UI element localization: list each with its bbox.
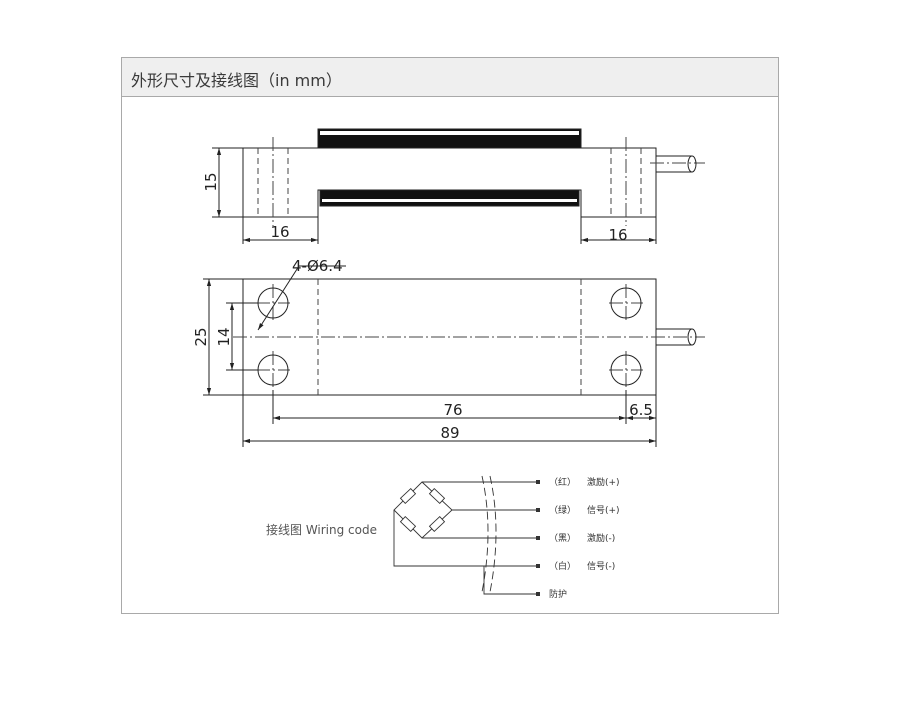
dim-hole-pitch: 76 bbox=[443, 401, 462, 419]
panel-title: 外形尺寸及接线图（in mm） bbox=[131, 71, 342, 90]
panel-header: 外形尺寸及接线图（in mm） bbox=[122, 58, 778, 97]
wire-shield-label: 防护 bbox=[549, 588, 567, 600]
bridge-resistor-4 bbox=[428, 516, 446, 532]
dim-left-foot: 16 bbox=[270, 223, 289, 241]
top-view-centerlines bbox=[233, 284, 705, 390]
dim-width-outer: 25 bbox=[192, 327, 210, 346]
dim-hole-offset: 6.5 bbox=[629, 401, 653, 419]
top-view bbox=[203, 265, 705, 447]
side-view-body-outline bbox=[242, 147, 657, 218]
top-view-cable bbox=[656, 328, 692, 346]
wire-white-color: （白） bbox=[549, 560, 576, 572]
side-view-hidden-holes bbox=[257, 148, 642, 217]
side-view-centerlines bbox=[272, 137, 705, 226]
mounting-hole-bottom-right bbox=[610, 354, 642, 386]
bridge-resistor-1 bbox=[399, 488, 417, 504]
wire-green-color: （绿） bbox=[549, 504, 576, 516]
dim-side-height: 15 bbox=[202, 172, 220, 191]
wiring-diagram bbox=[393, 475, 540, 596]
bridge-resistor-3 bbox=[399, 516, 417, 532]
dim-right-foot: 16 bbox=[608, 226, 627, 244]
wire-black-color: （黑） bbox=[549, 533, 576, 544]
wiring-code-label: 接线图 Wiring code bbox=[266, 523, 377, 537]
cable-shield bbox=[481, 475, 489, 593]
bridge-resistor-2 bbox=[428, 488, 446, 504]
dim-length: 89 bbox=[440, 424, 459, 442]
wire-white-signal: 信号(-) bbox=[587, 560, 615, 572]
wire-red-color: （红） bbox=[549, 476, 576, 488]
side-view bbox=[212, 128, 705, 244]
mounting-hole-top-right bbox=[610, 287, 642, 319]
wire-red-signal: 激励(+) bbox=[587, 476, 620, 488]
side-view-bottom-strain-gauge bbox=[319, 189, 580, 207]
bridge-circuit bbox=[393, 481, 453, 539]
wire-green-signal: 信号(+) bbox=[587, 504, 620, 516]
dim-hole-spec: 4-Ø6.4 bbox=[292, 257, 343, 275]
wire-black-signal: 激励(-) bbox=[587, 532, 615, 544]
side-view-cable bbox=[656, 155, 692, 173]
dim-width-holes: 14 bbox=[215, 327, 233, 346]
